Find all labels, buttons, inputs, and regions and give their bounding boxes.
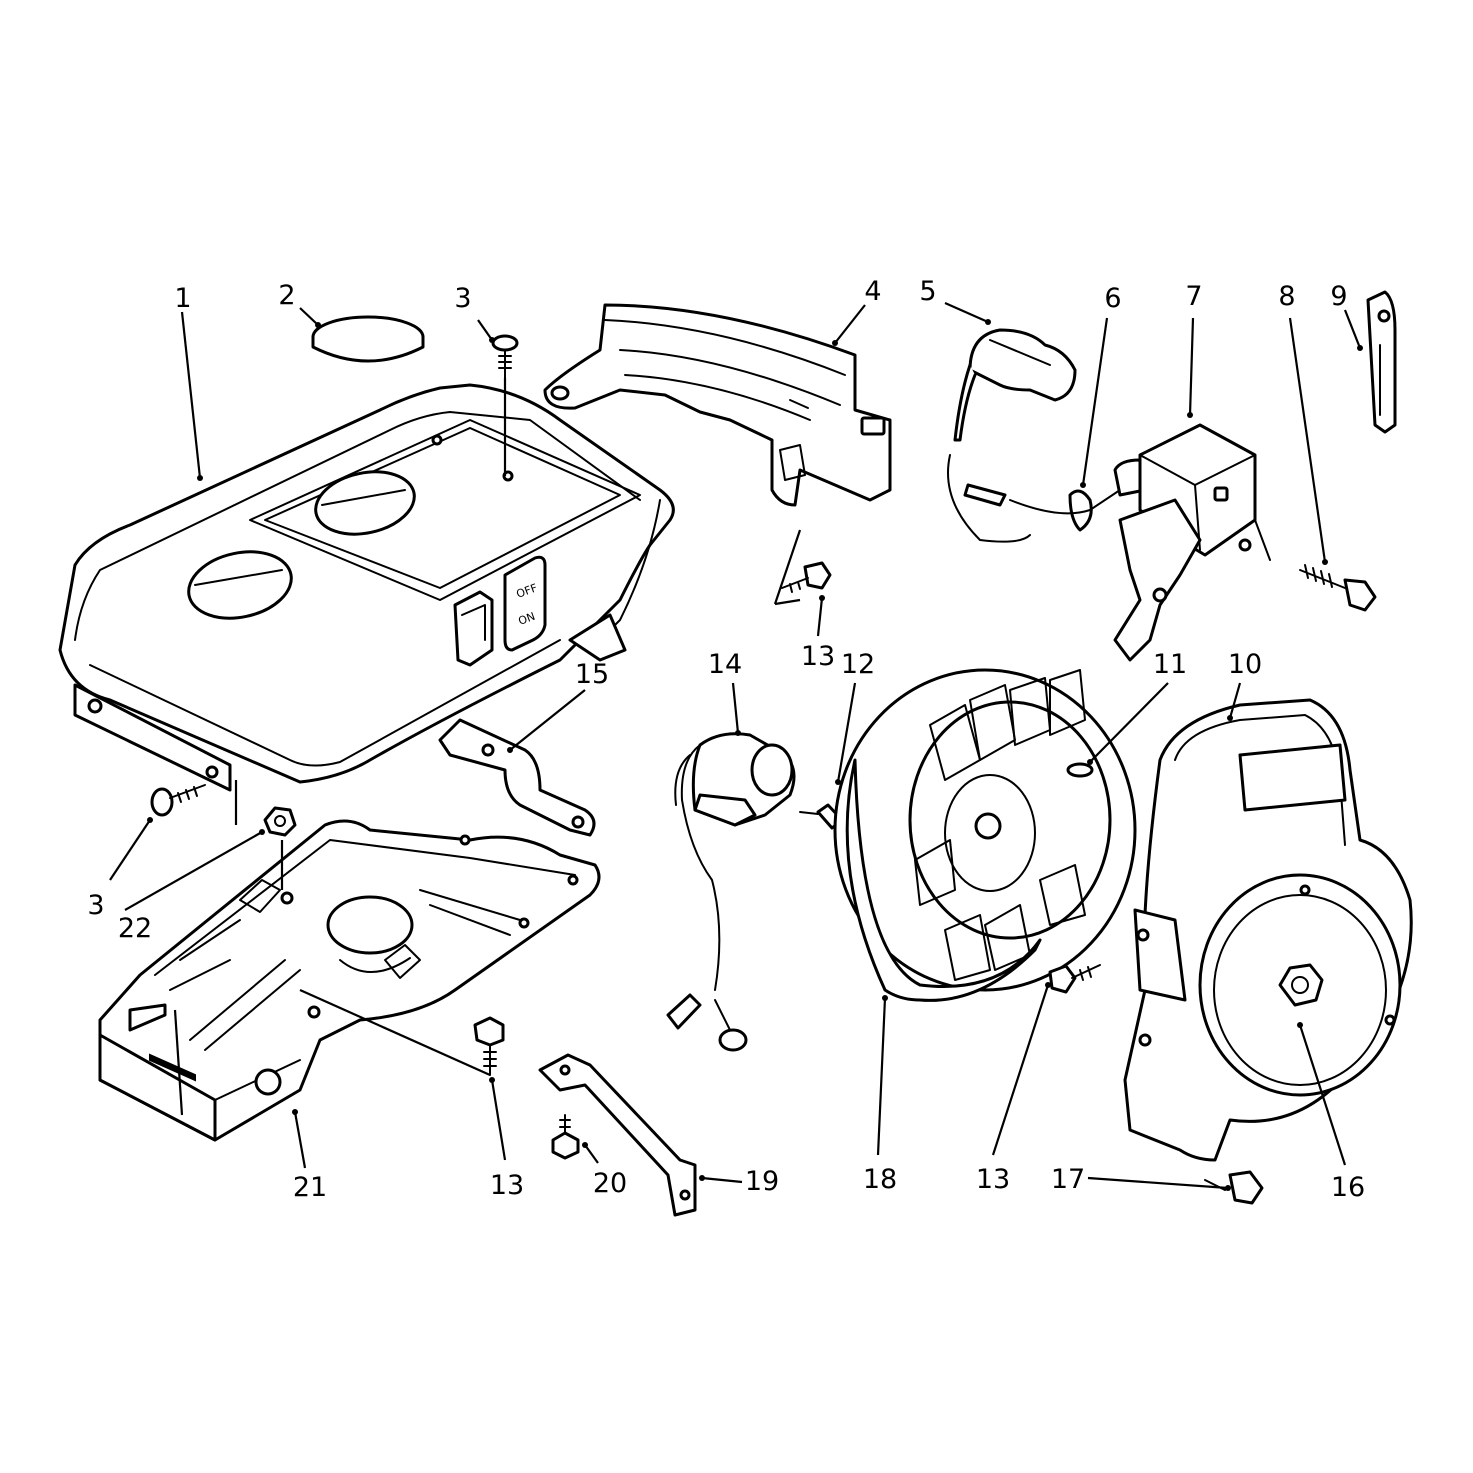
- callout-6: 6: [1104, 283, 1121, 314]
- part-stop-switch: [666, 732, 796, 1052]
- switch-on-label: ON: [517, 610, 537, 628]
- callout-5: 5: [919, 276, 936, 307]
- callout-12: 12: [841, 649, 875, 680]
- callout-14: 14: [708, 649, 742, 680]
- part-fuel-tank-cover: OFF ON: [58, 383, 675, 792]
- part-bolt-13-upper: [781, 561, 832, 593]
- callout-16: 16: [1331, 1172, 1365, 1203]
- leader-lines: [109, 301, 1363, 1191]
- callout-2: 2: [278, 280, 295, 311]
- callout-9: 9: [1330, 281, 1347, 312]
- callout-20: 20: [593, 1168, 627, 1199]
- callout-4: 4: [864, 276, 881, 307]
- part-fuel-cap: [311, 315, 425, 363]
- part-screw-top: [491, 334, 519, 379]
- callout-17: 17: [1051, 1164, 1085, 1195]
- callout-10: 10: [1228, 649, 1262, 680]
- part-bracket-19: [538, 1053, 697, 1217]
- part-clip-9: [1366, 290, 1397, 434]
- part-shroud-bracket: [543, 303, 892, 507]
- callout-11: 11: [1153, 649, 1187, 680]
- callout-15: 15: [575, 659, 609, 690]
- part-bolt-20: [551, 1114, 580, 1160]
- callout-19: 19: [745, 1166, 779, 1197]
- part-base-plate: [98, 819, 601, 1142]
- part-bracket-15: [438, 718, 596, 837]
- callout-1: 1: [174, 283, 191, 314]
- part-ignition-coil: [947, 423, 1271, 662]
- callout-labels: 1 2 3 3 4 5 6 7 8 9 10 11 12 13 13 13 14…: [87, 276, 1365, 1203]
- part-bolt-8: [1299, 564, 1377, 612]
- callout-7: 7: [1185, 281, 1202, 312]
- part-bolt-13-right: [1048, 964, 1101, 994]
- housing-label-plate: [1238, 743, 1347, 812]
- part-spark-plug-cap: [953, 328, 1077, 442]
- part-flywheel: [833, 668, 1137, 1002]
- callout-13: 13: [801, 641, 835, 672]
- part-bolt-13-lower: [473, 1016, 505, 1076]
- part-nut-22: [263, 806, 297, 837]
- part-screw-side: [150, 784, 206, 817]
- callout-18: 18: [863, 1164, 897, 1195]
- callout-3: 3: [454, 283, 471, 314]
- callout-13: 13: [490, 1170, 524, 1201]
- callout-21: 21: [293, 1172, 327, 1203]
- switch-panel: [503, 555, 547, 652]
- callout-22: 22: [118, 913, 152, 944]
- part-blower-housing: [1123, 698, 1413, 1162]
- callout-3: 3: [87, 890, 104, 921]
- callout-8: 8: [1278, 281, 1295, 312]
- part-bolt-17: [1204, 1170, 1264, 1205]
- callout-13: 13: [976, 1164, 1010, 1195]
